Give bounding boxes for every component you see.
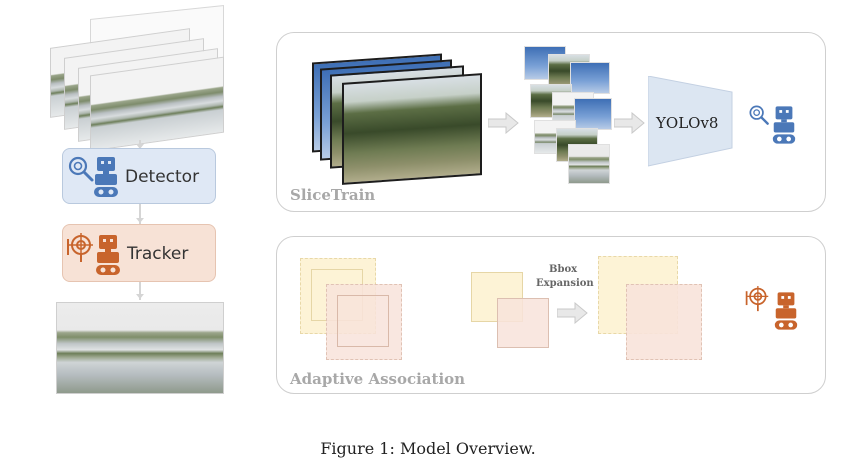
output-frame bbox=[56, 302, 224, 394]
expansion-label: Expansion bbox=[536, 278, 594, 289]
bbox-pink bbox=[497, 298, 549, 348]
training-image-front bbox=[342, 73, 482, 185]
robot-icon bbox=[96, 235, 120, 275]
slicetrain-title: SliceTrain bbox=[290, 186, 376, 204]
slice-tile bbox=[568, 144, 610, 184]
connector-arrowhead bbox=[136, 218, 144, 223]
association-panel bbox=[276, 236, 826, 394]
robot-icon bbox=[774, 292, 798, 330]
bbox-label: Bbox bbox=[549, 264, 578, 275]
slice-tile bbox=[570, 62, 610, 94]
connector-line bbox=[139, 204, 141, 224]
arrow-icon bbox=[557, 302, 588, 324]
target-icon bbox=[745, 286, 769, 312]
curr-box-outer bbox=[326, 284, 402, 360]
expanded-box-pink bbox=[626, 284, 702, 360]
detector-box: Detector bbox=[62, 148, 216, 204]
yolo-label: YOLOv8 bbox=[656, 114, 719, 132]
slicetrain-panel bbox=[276, 32, 826, 212]
magnifier-icon bbox=[68, 156, 94, 182]
yolo-model-shape bbox=[648, 76, 733, 167]
magnifier-icon bbox=[749, 105, 769, 125]
robot-icon bbox=[772, 106, 796, 144]
connector-arrowhead bbox=[136, 294, 144, 299]
arrow-icon bbox=[614, 112, 645, 134]
figure-caption: Figure 1: Model Overview. bbox=[320, 439, 536, 458]
tracker-label: Tracker bbox=[127, 244, 189, 264]
arrow-icon bbox=[488, 112, 519, 134]
target-icon bbox=[67, 233, 93, 262]
robot-icon bbox=[94, 157, 118, 197]
detector-label: Detector bbox=[125, 167, 200, 187]
tracker-box: Tracker bbox=[62, 224, 216, 282]
connector-arrowhead bbox=[136, 144, 144, 149]
connector-line bbox=[139, 282, 141, 300]
slice-tile bbox=[574, 98, 612, 130]
curr-box-inner bbox=[337, 295, 389, 347]
association-title: Adaptive Association bbox=[290, 370, 466, 388]
